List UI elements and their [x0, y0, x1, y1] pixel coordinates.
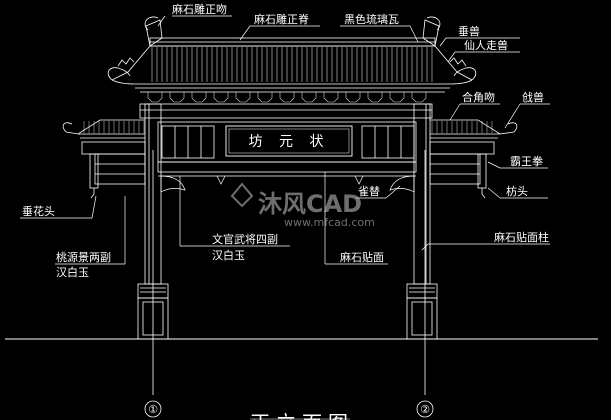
sparrow-braces	[160, 175, 415, 193]
label-main-ridge: 麻石雕正脊	[254, 12, 309, 26]
column-right	[406, 103, 438, 340]
grid-axis-1: ①	[144, 150, 162, 418]
label-black-glazed-tile: 黑色琉璃瓦	[344, 12, 399, 26]
watermark-url: www.mfcad.com	[284, 216, 375, 229]
plaque-text: 坊 元 状	[249, 134, 330, 150]
label-ridge-beast: 戗兽	[522, 90, 544, 104]
label-ridge-end-ornament: 麻石雕正吻	[172, 2, 227, 16]
label-white-marble-1: 汉白玉	[212, 248, 245, 262]
watermark-brand: 沐风CAD	[258, 190, 362, 218]
label-granite-column: 麻石贴面柱	[494, 230, 549, 244]
name-plaque: 坊 元 状	[225, 125, 353, 157]
main-frame	[139, 103, 433, 177]
label-white-marble-2: 汉白玉	[56, 265, 89, 279]
label-hanging-beast: 垂兽	[458, 24, 480, 38]
side-wing-right	[429, 119, 518, 199]
watermark-logo-icon	[230, 182, 254, 208]
column-left	[137, 103, 169, 340]
label-hanging-flower: 垂花头	[22, 205, 55, 218]
watermark: 沐风CAD www.mfcad.com	[230, 182, 375, 229]
label-beam-end: 枋头	[506, 184, 528, 198]
bracket-row	[147, 92, 427, 103]
label-immortal-beasts: 仙人走兽	[464, 38, 508, 52]
label-sparrow-brace: 雀替	[358, 184, 380, 198]
label-officials-carving: 文官武将四副	[212, 232, 278, 246]
grid-axis-2: ②	[416, 150, 434, 418]
side-wing-left	[62, 119, 146, 199]
label-peach-garden-carving: 桃源景两副	[56, 250, 111, 264]
label-granite-facing: 麻石贴面	[340, 250, 384, 264]
label-beam-fist: 霸王拳	[510, 154, 543, 168]
view-title: 正立面图	[250, 411, 354, 420]
grid-label-1: ①	[148, 403, 158, 416]
label-corner-ornament: 合角吻	[462, 90, 495, 104]
leader-lines	[20, 15, 550, 265]
grid-label-2: ②	[420, 403, 430, 416]
main-roof	[107, 16, 477, 93]
